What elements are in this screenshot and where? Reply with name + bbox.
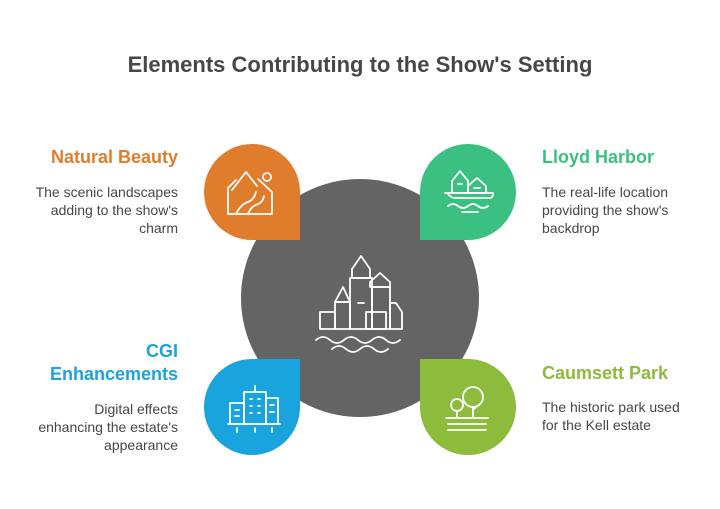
lloyd-harbor-desc-line: providing the show's <box>542 202 669 218</box>
coastal-house-icon <box>444 170 494 213</box>
lloyd-harbor-description: The real-life location providing the sho… <box>542 183 668 237</box>
natural-beauty-desc-line: charm <box>139 220 178 236</box>
lloyd-harbor-desc-line: The real-life location <box>542 184 669 200</box>
natural-beauty-description: The scenic landscapes adding to the show… <box>36 183 178 237</box>
natural-beauty-petal <box>204 144 300 240</box>
center-circle <box>241 179 479 417</box>
caumsett-desc-line: The historic park used <box>542 399 680 415</box>
cgi-desc-line: appearance <box>104 437 178 453</box>
cgi-heading-line: Enhancements <box>49 364 178 384</box>
natural-beauty-heading: Natural Beauty <box>50 147 178 167</box>
cgi-desc-line: Digital effects <box>94 401 178 417</box>
caumsett-petal <box>420 359 516 455</box>
cgi-heading-line: CGI <box>145 341 178 361</box>
caumsett-desc-line: for the Kell estate <box>542 417 651 433</box>
city-buildings-icon <box>227 385 281 433</box>
lloyd-harbor-desc-line: backdrop <box>542 220 600 236</box>
page-title: Elements Contributing to the Show's Sett… <box>127 52 593 77</box>
cgi-desc-line: enhancing the estate's <box>38 419 178 435</box>
caumsett-description: The historic park used for the Kell esta… <box>542 398 680 434</box>
natural-beauty-desc-line: adding to the show's <box>50 202 178 218</box>
landscape-icon <box>227 171 273 215</box>
cgi-heading: CGI Enhancements <box>50 340 178 386</box>
park-trees-icon <box>445 386 489 431</box>
cgi-petal <box>204 359 300 455</box>
cgi-description: Digital effects enhancing the estate's a… <box>38 400 178 454</box>
caumsett-heading: Caumsett Park <box>542 363 669 383</box>
castle-icon <box>315 255 403 353</box>
natural-beauty-desc-line: The scenic landscapes <box>35 184 178 200</box>
lloyd-harbor-heading: Lloyd Harbor <box>542 147 655 167</box>
